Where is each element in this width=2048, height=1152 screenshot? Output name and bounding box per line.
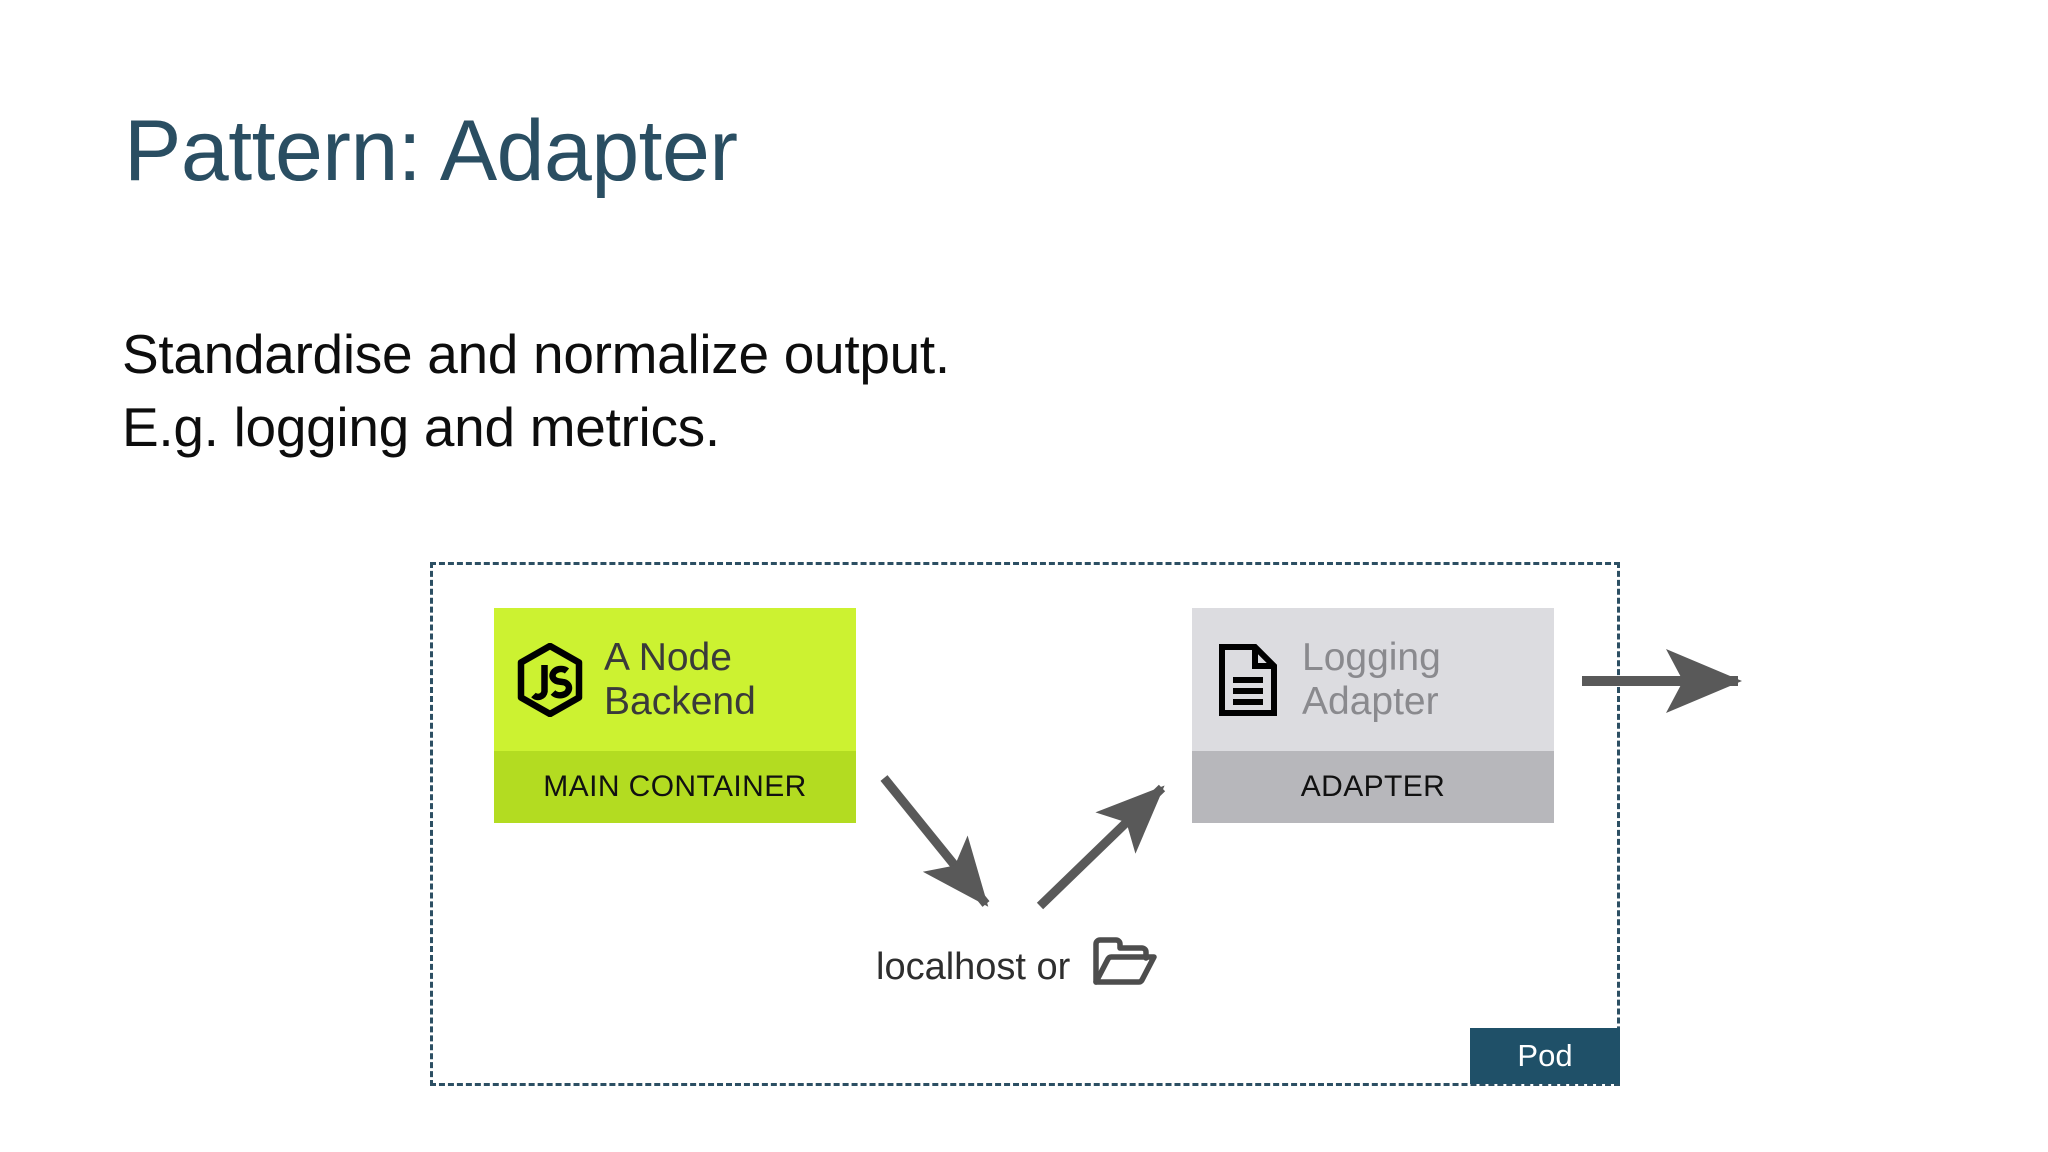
pod-boundary [430, 562, 1620, 1086]
connector-label-row: localhost or [876, 936, 1158, 998]
adapter-container-title-line2: Adapter [1302, 679, 1439, 723]
nodejs-js-hexagon-icon [514, 641, 586, 719]
main-container-card[interactable]: A Node Backend MAIN CONTAINER [494, 608, 856, 823]
adapter-container-title-line1: Logging [1302, 635, 1441, 679]
pod-badge: Pod [1470, 1028, 1620, 1084]
adapter-container-footer-label: ADAPTER [1192, 751, 1554, 823]
main-container-title: A Node Backend [604, 636, 756, 723]
adapter-container-header: Logging Adapter [1192, 608, 1554, 751]
adapter-container-card[interactable]: Logging Adapter ADAPTER [1192, 608, 1554, 823]
body-line-2: E.g. logging and metrics. [122, 395, 720, 458]
slide-body: Standardise and normalize output. E.g. l… [122, 318, 950, 463]
main-container-title-line2: Backend [604, 679, 756, 723]
page-title: Pattern: Adapter [124, 103, 738, 199]
adapter-container-title: Logging Adapter [1302, 636, 1441, 723]
main-container-title-line1: A Node [604, 635, 732, 679]
open-folder-icon [1092, 936, 1158, 998]
body-line-1: Standardise and normalize output. [122, 323, 950, 385]
connector-label-text: localhost or [876, 945, 1071, 988]
main-container-footer-label: MAIN CONTAINER [494, 751, 856, 823]
document-lines-icon [1212, 641, 1284, 719]
main-container-header: A Node Backend [494, 608, 856, 751]
